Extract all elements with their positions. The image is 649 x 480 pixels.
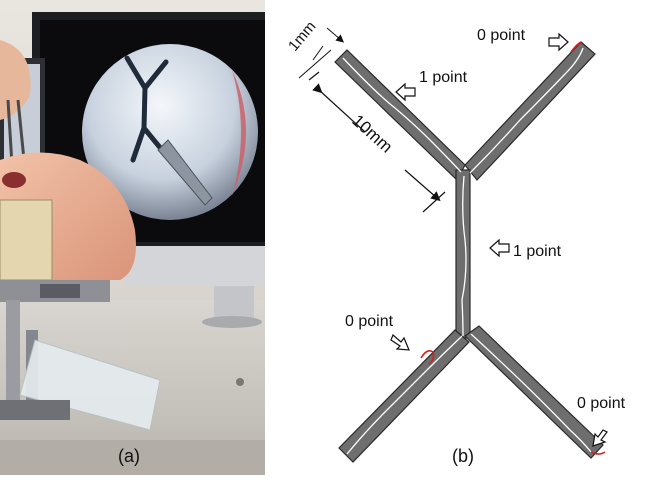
trace-lines bbox=[342, 47, 592, 455]
length-dimension-label: 10mm bbox=[348, 111, 396, 157]
y-shape-scoring-diagram: 1mm 10mm 0 point 1 point 1 point 0 point… bbox=[285, 18, 626, 463]
score-top-right: 0 point bbox=[477, 27, 526, 44]
pointer-arrow-stem-icon bbox=[489, 238, 510, 258]
score-lower-left: 0 point bbox=[345, 313, 394, 330]
panel-label-b: (b) bbox=[452, 446, 474, 466]
score-lower-right: 0 point bbox=[577, 395, 626, 412]
width-dimension-label: 1mm bbox=[285, 18, 319, 54]
pointer-arrow-upper-left-icon bbox=[395, 82, 416, 102]
length-dimension bbox=[308, 71, 446, 213]
endoscope-view bbox=[82, 44, 258, 220]
width-dimension bbox=[298, 27, 345, 79]
pointer-arrow-top-right-icon bbox=[548, 32, 569, 52]
score-upper-left-arm: 1 point bbox=[419, 69, 468, 86]
simulator-photo bbox=[0, 0, 265, 475]
scoring-diagram-panel-b: 1mm 10mm 0 point 1 point 1 point 0 point… bbox=[265, 0, 649, 475]
score-stem: 1 point bbox=[513, 243, 562, 260]
lower-right-arm bbox=[464, 325, 604, 459]
pointer-arrow-lower-left-icon bbox=[390, 333, 410, 351]
panel-label-a: (a) bbox=[118, 446, 140, 466]
photo-panel-a bbox=[0, 0, 265, 475]
pointer-arrow-lower-right-icon bbox=[592, 429, 608, 447]
lower-left-arm bbox=[338, 329, 470, 463]
error-marks bbox=[420, 41, 606, 455]
